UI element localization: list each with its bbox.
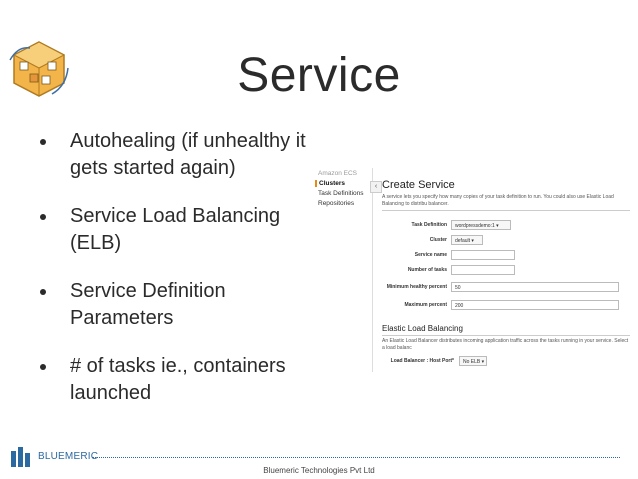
field-label: Cluster [429,237,447,243]
footer-divider [92,457,620,458]
field-minimum-healthy-percent: Minimum healthy percent 50 [382,282,630,294]
field-service-name: Service name [382,250,630,262]
service-name-input[interactable] [451,250,515,260]
create-service-description: A service lets you specify how many copi… [382,194,614,207]
load-balancer-select[interactable]: No ELB ▾ [459,356,487,366]
field-number-of-tasks: Number of tasks [382,265,630,277]
bluemeric-logo: BLUEMERIC [10,445,98,469]
sidebar-item-task-definitions[interactable]: Task Definitions [318,190,364,197]
field-label: Maximum percent [404,302,447,308]
bullet-item: Autohealing (if unhealthy it gets starte… [40,128,310,182]
minimum-healthy-percent-input[interactable]: 50 [451,282,619,292]
cube-logo-icon [9,41,69,97]
sidebar-item-repositories[interactable]: Repositories [318,200,355,207]
slide-title: Service [237,49,401,102]
sidebar-divider [372,168,373,372]
number-of-tasks-input[interactable] [451,265,515,275]
field-label: Number of tasks [407,267,447,273]
maximum-percent-input[interactable]: 200 [451,300,619,310]
bullet-list: Autohealing (if unhealthy it gets starte… [40,128,310,428]
divider [382,210,630,211]
ecs-nav-title: Amazon ECS [318,170,358,177]
create-service-form: Create Service A service lets you specif… [382,168,630,372]
cluster-select[interactable]: default ▾ [451,235,483,245]
create-service-heading: Create Service [382,179,455,191]
brand-name: BLUEMERIC [38,451,99,462]
footer-company: Bluemeric Technologies Pvt Ltd [263,466,375,475]
field-maximum-percent: Maximum percent 200 [382,300,630,312]
bullet-item: # of tasks ie., containers launched [40,353,310,407]
ecs-sidebar: Amazon ECS Clusters Task Definitions Rep… [312,168,368,372]
bullet-dot [40,364,46,370]
bullet-item: Service Load Balancing (ELB) [40,203,310,257]
sidebar-item-clusters[interactable]: Clusters [315,180,345,187]
aws-ecs-screenshot: Amazon ECS Clusters Task Definitions Rep… [312,168,630,372]
elb-description: An Elastic Load Balancer distributes inc… [382,338,629,351]
field-label: Service name [414,252,447,258]
field-load-balancer: Load Balancer : Host Port* No ELB ▾ [382,356,630,368]
bullet-dot [40,214,46,220]
field-label: Load Balancer : Host Port* [390,358,454,364]
bullet-dot [40,139,46,145]
task-definition-select[interactable]: wordpressdemo:1 ▾ [451,220,511,230]
field-task-definition: Task Definition wordpressdemo:1 ▾ [382,220,630,232]
field-cluster: Cluster default ▾ [382,235,630,247]
field-label: Minimum healthy percent [386,284,447,290]
elb-heading: Elastic Load Balancing [382,324,463,333]
field-label: Task Definition [411,222,447,228]
bluemeric-bars-icon [11,447,30,467]
bullet-item: Service Definition Parameters [40,278,310,332]
collapse-sidebar-icon[interactable]: ‹ [370,181,382,193]
divider [382,335,630,336]
bullet-dot [40,289,46,295]
